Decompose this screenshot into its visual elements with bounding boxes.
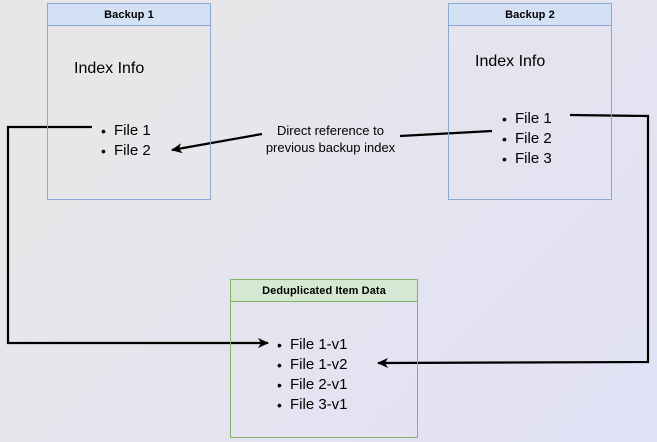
direct-reference-edge-label: Direct reference to previous backup inde… <box>265 123 396 155</box>
backup-2-box[interactable]: Backup 2 Index Info File 1 File 2 File 3 <box>448 3 612 200</box>
list-item: File 2-v1 <box>277 375 348 395</box>
list-item: File 3 <box>502 149 552 169</box>
list-item: File 1-v1 <box>277 335 348 355</box>
backup-2-file-list: File 1 File 2 File 3 <box>502 109 552 169</box>
edge-backup2-file1-to-dedup <box>377 113 650 368</box>
backup-1-box[interactable]: Backup 1 Index Info File 1 File 2 <box>47 3 211 200</box>
deduplicated-item-data-box[interactable]: Deduplicated Item Data File 1-v1 File 1-… <box>230 279 418 438</box>
deduplicated-file-list: File 1-v1 File 1-v2 File 2-v1 File 3-v1 <box>277 335 348 415</box>
backup-1-file-list: File 1 File 2 <box>101 121 151 161</box>
list-item: File 2 <box>101 141 151 161</box>
list-item: File 1 <box>502 109 552 129</box>
backup-2-index-info-label: Index Info <box>475 53 546 70</box>
edge-backup2-to-backup1-reference <box>399 129 493 138</box>
deduplicated-item-data-title: Deduplicated Item Data <box>231 280 417 302</box>
list-item: File 1-v2 <box>277 355 348 375</box>
list-item: File 2 <box>502 129 552 149</box>
list-item: File 1 <box>101 121 151 141</box>
backup-1-index-info-label: Index Info <box>74 60 145 77</box>
list-item: File 3-v1 <box>277 395 348 415</box>
edge-reference-arrowhead-segment <box>171 132 263 154</box>
backup-2-title: Backup 2 <box>449 4 611 26</box>
backup-1-title: Backup 1 <box>48 4 210 26</box>
edge-backup1-file1-to-dedup <box>6 125 269 348</box>
